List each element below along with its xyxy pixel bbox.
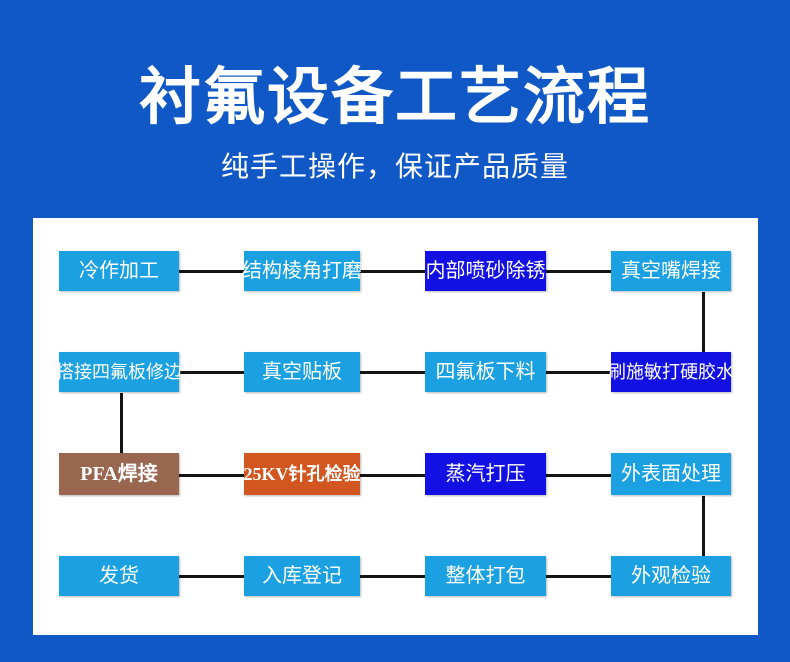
connector-r3-n1-n0 <box>179 575 245 578</box>
flow-node-r1-n1[interactable]: 真空贴板 <box>244 352 360 392</box>
flow-node-r1-n0[interactable]: 搭接四氟板修边 <box>56 352 182 392</box>
flow-node-r3-n0[interactable]: 发货 <box>59 556 179 596</box>
flow-node-r0-n2[interactable]: 内部喷砂除锈 <box>425 251 546 291</box>
flow-node-r1-n2[interactable]: 四氟板下料 <box>425 352 546 392</box>
connector-r1-n3-n2 <box>545 371 611 374</box>
connector-r3-n2-n1 <box>359 575 425 578</box>
flow-node-r3-n1[interactable]: 入库登记 <box>244 556 360 596</box>
flow-node-r2-n2[interactable]: 蒸汽打压 <box>425 453 546 495</box>
connector-r2-n1-n2 <box>359 474 425 477</box>
connector-r0-n0-n1 <box>179 270 245 273</box>
flow-node-r3-n3[interactable]: 外观检验 <box>611 556 731 596</box>
flow-node-r0-n0[interactable]: 冷作加工 <box>59 251 179 291</box>
connector-r2-n0-n1 <box>179 474 245 477</box>
page-subtitle: 纯手工操作，保证产品质量 <box>220 151 569 182</box>
page-title: 衬氟设备工艺流程 <box>138 63 651 132</box>
connector-r0-n3-to-r1-n3 <box>702 292 705 353</box>
flow-node-r0-n1[interactable]: 结构棱角打磨 <box>242 251 362 291</box>
connector-r1-n1-n0 <box>179 371 245 374</box>
flowchart-panel: 冷作加工 结构棱角打磨 内部喷砂除锈 真空嘴焊接 搭接四氟板修边 真空贴板 四氟… <box>33 218 758 635</box>
connector-r0-n2-n3 <box>545 270 611 273</box>
connector-r0-n1-n2 <box>359 270 425 273</box>
connector-r2-n2-n3 <box>545 474 611 477</box>
connector-r1-n2-n1 <box>359 371 425 374</box>
flow-node-r2-n0[interactable]: PFA焊接 <box>59 453 179 495</box>
connector-r3-n3-n2 <box>545 575 611 578</box>
flow-node-r2-n1[interactable]: 25KV针孔检验 <box>244 453 361 495</box>
flow-node-r1-n3[interactable]: 刷施敏打硬胶水 <box>608 352 734 392</box>
flow-node-r0-n3[interactable]: 真空嘴焊接 <box>611 251 731 291</box>
flow-node-r2-n3[interactable]: 外表面处理 <box>611 453 731 495</box>
connector-r2-n3-to-r3-n3 <box>702 496 705 556</box>
poster-header: 衬氟设备工艺流程 纯手工操作，保证产品质量 <box>0 0 790 212</box>
flow-node-r3-n2[interactable]: 整体打包 <box>425 556 546 596</box>
connector-r1-n0-to-r2-n0 <box>120 393 123 455</box>
